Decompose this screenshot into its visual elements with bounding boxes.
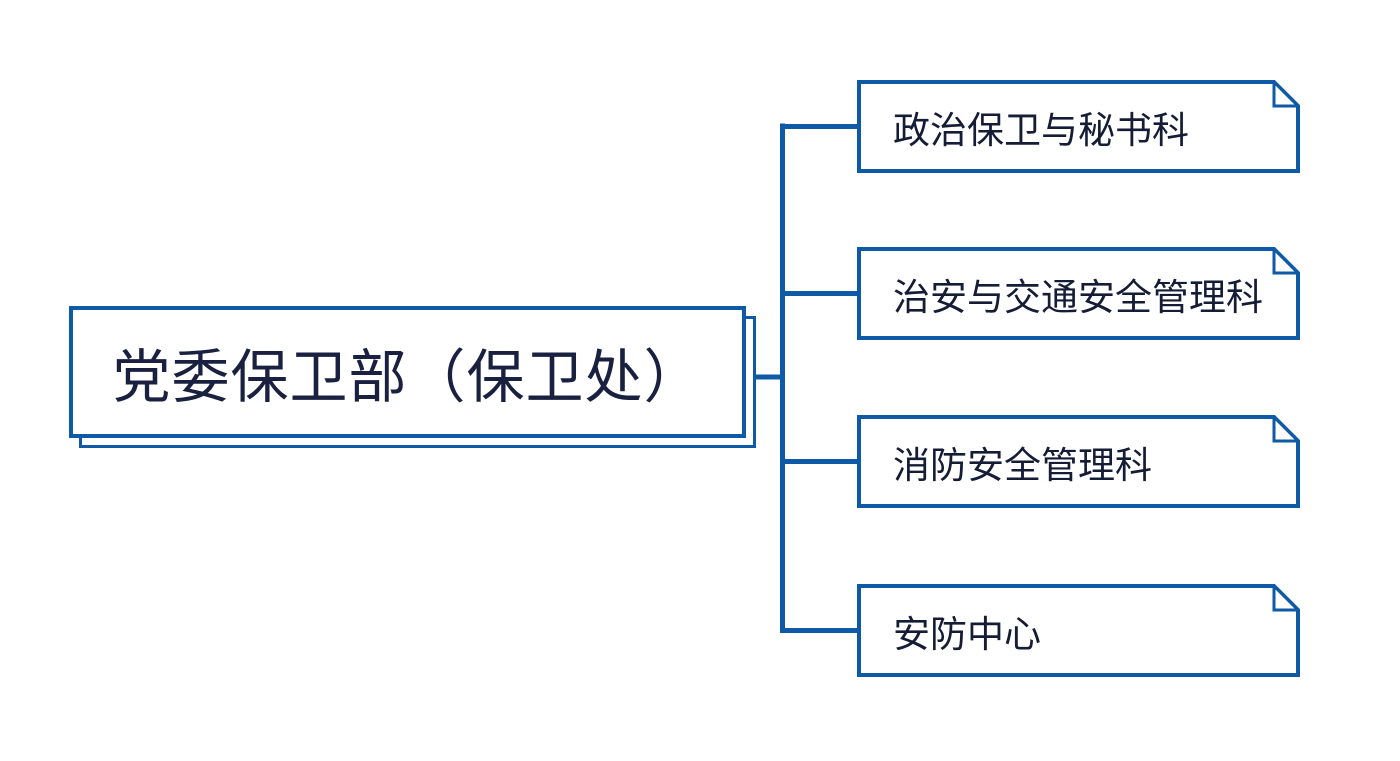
note-shape bbox=[857, 80, 1300, 173]
folded-corner-icon bbox=[1272, 584, 1300, 612]
child-node-fire-safety[interactable]: 消防安全管理科 bbox=[857, 415, 1300, 508]
folded-corner-icon bbox=[1272, 247, 1300, 275]
child-node-label: 政治保卫与秘书科 bbox=[893, 109, 1189, 151]
child-node-label: 治安与交通安全管理科 bbox=[893, 276, 1263, 318]
folded-corner-icon bbox=[1272, 415, 1300, 443]
child-node-security-center[interactable]: 安防中心 bbox=[857, 584, 1300, 677]
note-shape bbox=[857, 415, 1300, 508]
note-shape bbox=[857, 247, 1300, 340]
root-node[interactable]: 党委保卫部（保卫处） bbox=[69, 306, 746, 438]
folded-corner-icon bbox=[1272, 80, 1300, 108]
child-node-label: 安防中心 bbox=[893, 613, 1041, 655]
child-node-label: 消防安全管理科 bbox=[893, 444, 1152, 486]
note-shape bbox=[857, 584, 1300, 677]
root-node-label: 党委保卫部（保卫处） bbox=[112, 345, 703, 410]
child-node-political-security[interactable]: 政治保卫与秘书科 bbox=[857, 80, 1300, 173]
child-node-public-traffic-safety[interactable]: 治安与交通安全管理科 bbox=[857, 247, 1300, 340]
